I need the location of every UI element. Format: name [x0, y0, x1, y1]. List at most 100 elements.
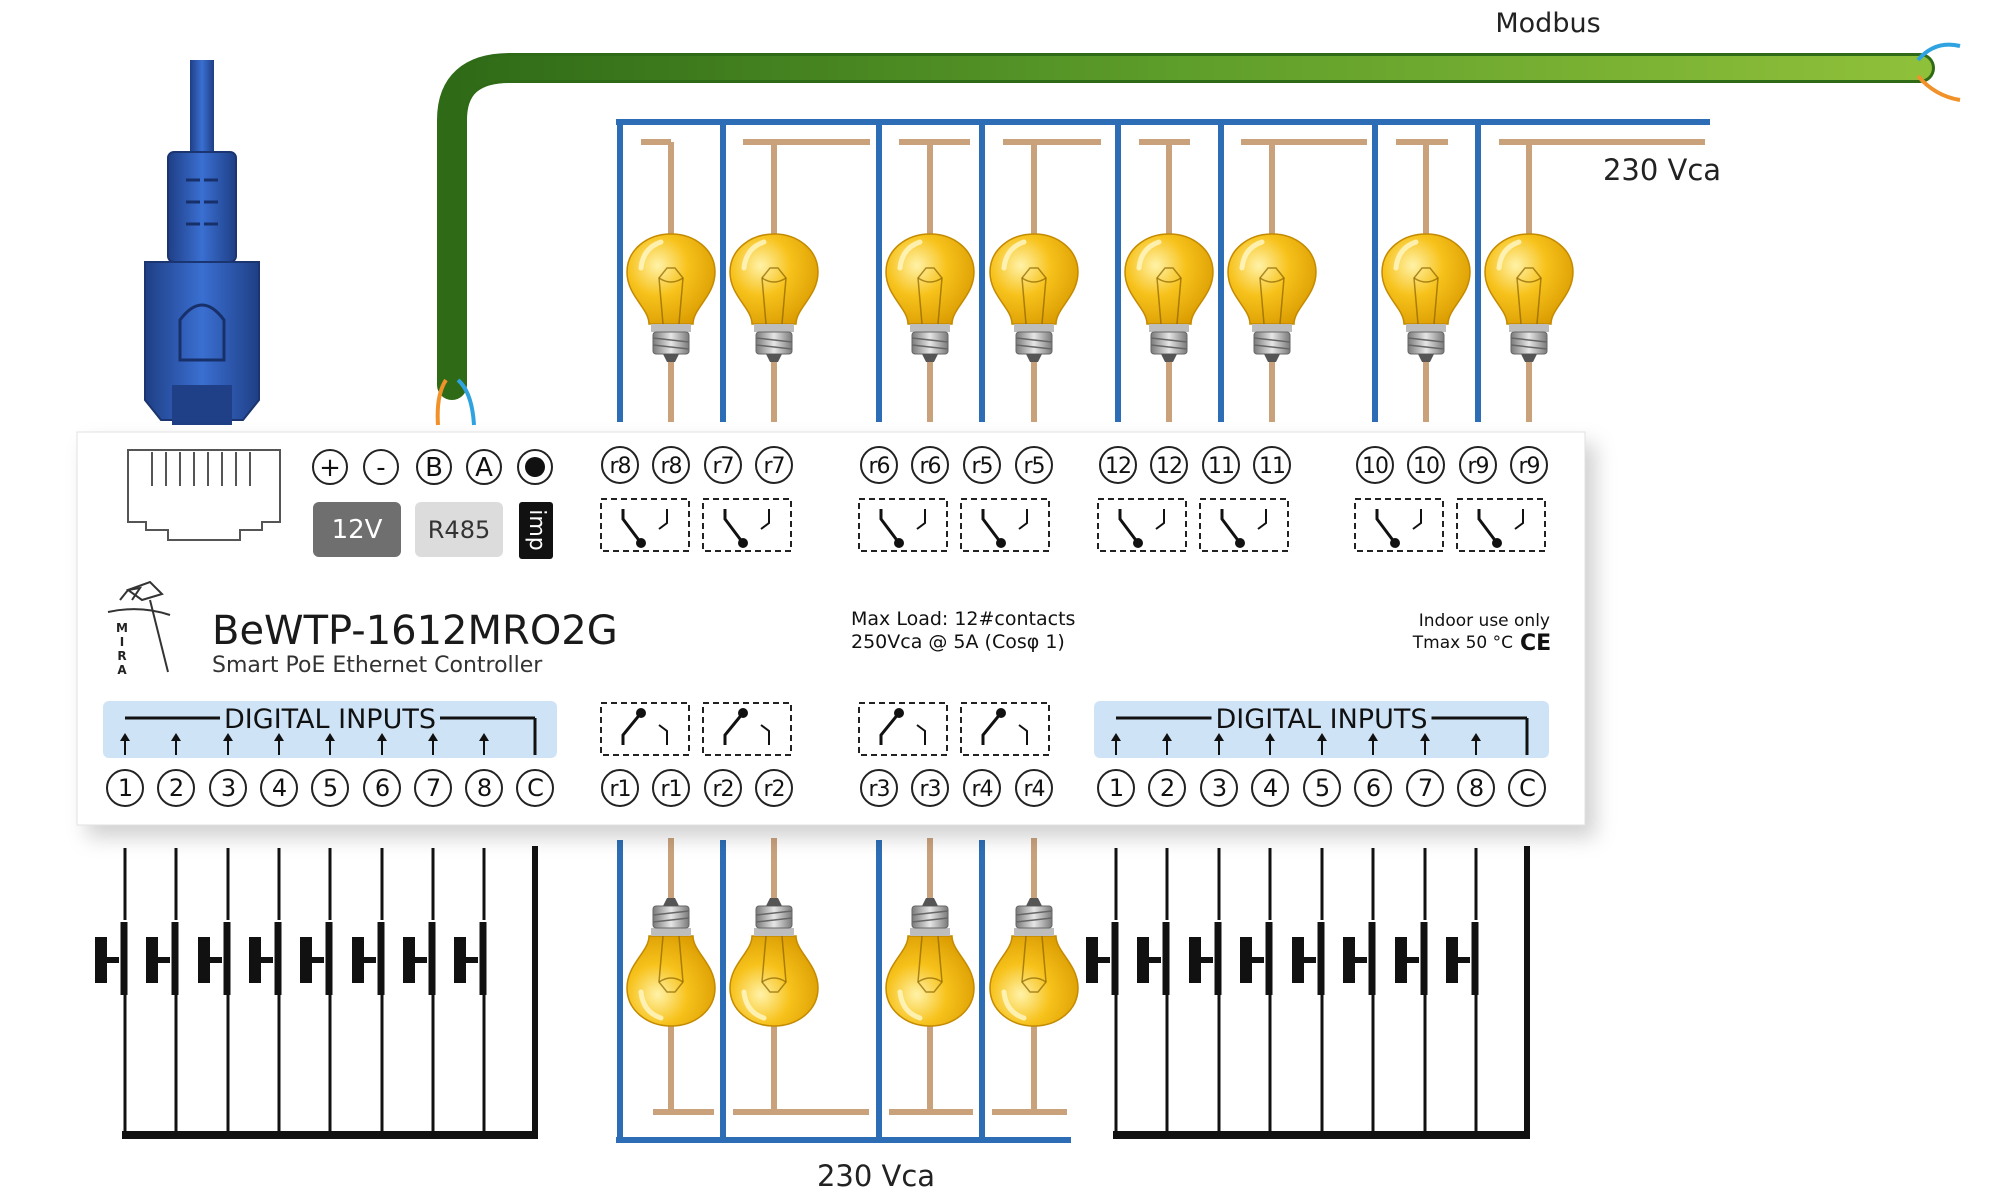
terminal-label: 2	[169, 774, 183, 802]
power-terminal[interactable]: +	[312, 449, 348, 485]
screw-terminal[interactable]: 1	[106, 769, 144, 807]
digital-inputs-title: DIGITAL INPUTS	[1216, 704, 1428, 735]
light-bulb-icon	[729, 233, 819, 362]
relay-contact-symbol	[600, 498, 690, 552]
screw-terminal[interactable]: 11	[1253, 446, 1291, 484]
arrow-up-icon	[223, 733, 233, 741]
logo-letter: M	[116, 621, 128, 635]
terminal-label: 8	[1469, 774, 1483, 802]
arrow-up-icon	[1420, 733, 1430, 741]
arrow-up-icon	[1162, 733, 1172, 741]
terminal-label: r1	[609, 777, 630, 802]
arrow-up-icon	[1317, 733, 1327, 741]
screw-terminal[interactable]: 1	[1097, 769, 1135, 807]
screw-terminal[interactable]: 11	[1202, 446, 1240, 484]
screw-terminal[interactable]: r1	[652, 769, 690, 807]
terminal-label: r8	[660, 454, 681, 479]
screw-terminal[interactable]: r5	[963, 446, 1001, 484]
light-bulb-icon	[626, 233, 716, 362]
screw-terminal[interactable]: r9	[1459, 446, 1497, 484]
screw-terminal[interactable]: 4	[260, 769, 298, 807]
terminal-label: r9	[1518, 454, 1539, 479]
power-terminal[interactable]: -	[363, 449, 399, 485]
digital-inputs-title: DIGITAL INPUTS	[224, 704, 436, 735]
screw-terminal[interactable]: r8	[601, 446, 639, 484]
screw-terminal[interactable]: 10	[1407, 446, 1445, 484]
terminal-label: r7	[763, 454, 784, 479]
screw-terminal[interactable]: 3	[1200, 769, 1238, 807]
screw-terminal[interactable]: r7	[704, 446, 742, 484]
digital-inputs-left: DIGITAL INPUTS	[103, 701, 557, 758]
relay-contact-symbol	[1354, 498, 1444, 552]
screw-terminal[interactable]: r9	[1510, 446, 1548, 484]
screw-terminal[interactable]: 5	[1303, 769, 1341, 807]
screw-terminal[interactable]: r4	[1015, 769, 1053, 807]
screw-terminal[interactable]: r4	[963, 769, 1001, 807]
max-load-line1: Max Load: 12#contacts	[851, 608, 1075, 630]
digital-inputs-right: DIGITAL INPUTS	[1094, 701, 1549, 758]
power-terminal[interactable]: B	[416, 449, 452, 485]
screw-terminal[interactable]: 3	[209, 769, 247, 807]
screw-terminal[interactable]: r2	[755, 769, 793, 807]
terminal-label: 8	[477, 774, 491, 802]
arrow-up-icon	[1265, 733, 1275, 741]
push-button-icon	[352, 848, 385, 1135]
screw-terminal[interactable]: r3	[860, 769, 898, 807]
screw-terminal[interactable]: r6	[911, 446, 949, 484]
push-button-icon	[1240, 848, 1273, 1135]
top-relay-terminals: r8 r8 r7 r7 r6 r6 r5 r5 12 12 11 11 10 10 r9 r9	[601, 446, 1548, 484]
light-bulb-icon	[1484, 233, 1574, 362]
mains-top-label: 230 Vca	[1603, 153, 1721, 187]
push-button-icon	[249, 848, 282, 1135]
light-bulb-icon	[1124, 233, 1214, 362]
screw-terminal[interactable]: r3	[911, 769, 949, 807]
screw-terminal[interactable]: r8	[652, 446, 690, 484]
screw-terminal[interactable]: 5	[311, 769, 349, 807]
arrow-up-icon	[479, 733, 489, 741]
screw-terminal[interactable]: 10	[1356, 446, 1394, 484]
screw-terminal[interactable]: C	[1508, 769, 1546, 807]
power-terminal[interactable]	[517, 449, 553, 485]
screw-terminal[interactable]: 8	[465, 769, 503, 807]
light-bulb-icon	[989, 233, 1079, 362]
screw-terminal[interactable]: 4	[1251, 769, 1289, 807]
terminal-label: r8	[609, 454, 630, 479]
ethernet-port[interactable]	[127, 449, 281, 541]
terminal-label: r6	[919, 454, 940, 479]
terminal-label: r5	[1023, 454, 1044, 479]
arrow-up-icon	[377, 733, 387, 741]
logo-letter: A	[117, 663, 127, 677]
terminal-label: C	[1519, 774, 1535, 802]
mains-bottom-label: 230 Vca	[817, 1159, 935, 1193]
terminal-label: r3	[919, 777, 940, 802]
relay-contact-symbols	[600, 498, 1546, 756]
terminal-label: r4	[1023, 777, 1044, 802]
push-button-icon	[1446, 848, 1479, 1135]
badge-12v: 12V	[313, 502, 401, 557]
terminal-label: 5	[323, 774, 337, 802]
push-button-icon	[1086, 848, 1119, 1135]
power-terminal[interactable]: A	[466, 449, 502, 485]
screw-terminal[interactable]: r1	[601, 769, 639, 807]
screw-terminal[interactable]: 12	[1099, 446, 1137, 484]
badge-r485-label: R485	[428, 516, 490, 544]
screw-terminal[interactable]: 6	[1354, 769, 1392, 807]
screw-terminal[interactable]: C	[516, 769, 554, 807]
screw-terminal[interactable]: 2	[1148, 769, 1186, 807]
screw-terminal[interactable]: r7	[755, 446, 793, 484]
screw-terminal[interactable]: 8	[1457, 769, 1495, 807]
screw-terminal[interactable]: 6	[363, 769, 401, 807]
screw-terminal[interactable]: 7	[414, 769, 452, 807]
arrow-up-icon	[428, 733, 438, 741]
screw-terminal[interactable]: r6	[860, 446, 898, 484]
device-subtitle: Smart PoE Ethernet Controller	[212, 653, 543, 678]
push-button-icon	[1292, 848, 1325, 1135]
screw-terminal[interactable]: 12	[1150, 446, 1188, 484]
screw-terminal[interactable]: r5	[1015, 446, 1053, 484]
screw-terminal[interactable]: 2	[157, 769, 195, 807]
relay-contact-symbol	[1199, 498, 1289, 552]
screw-terminal[interactable]: 7	[1406, 769, 1444, 807]
screw-terminal[interactable]: r2	[704, 769, 742, 807]
